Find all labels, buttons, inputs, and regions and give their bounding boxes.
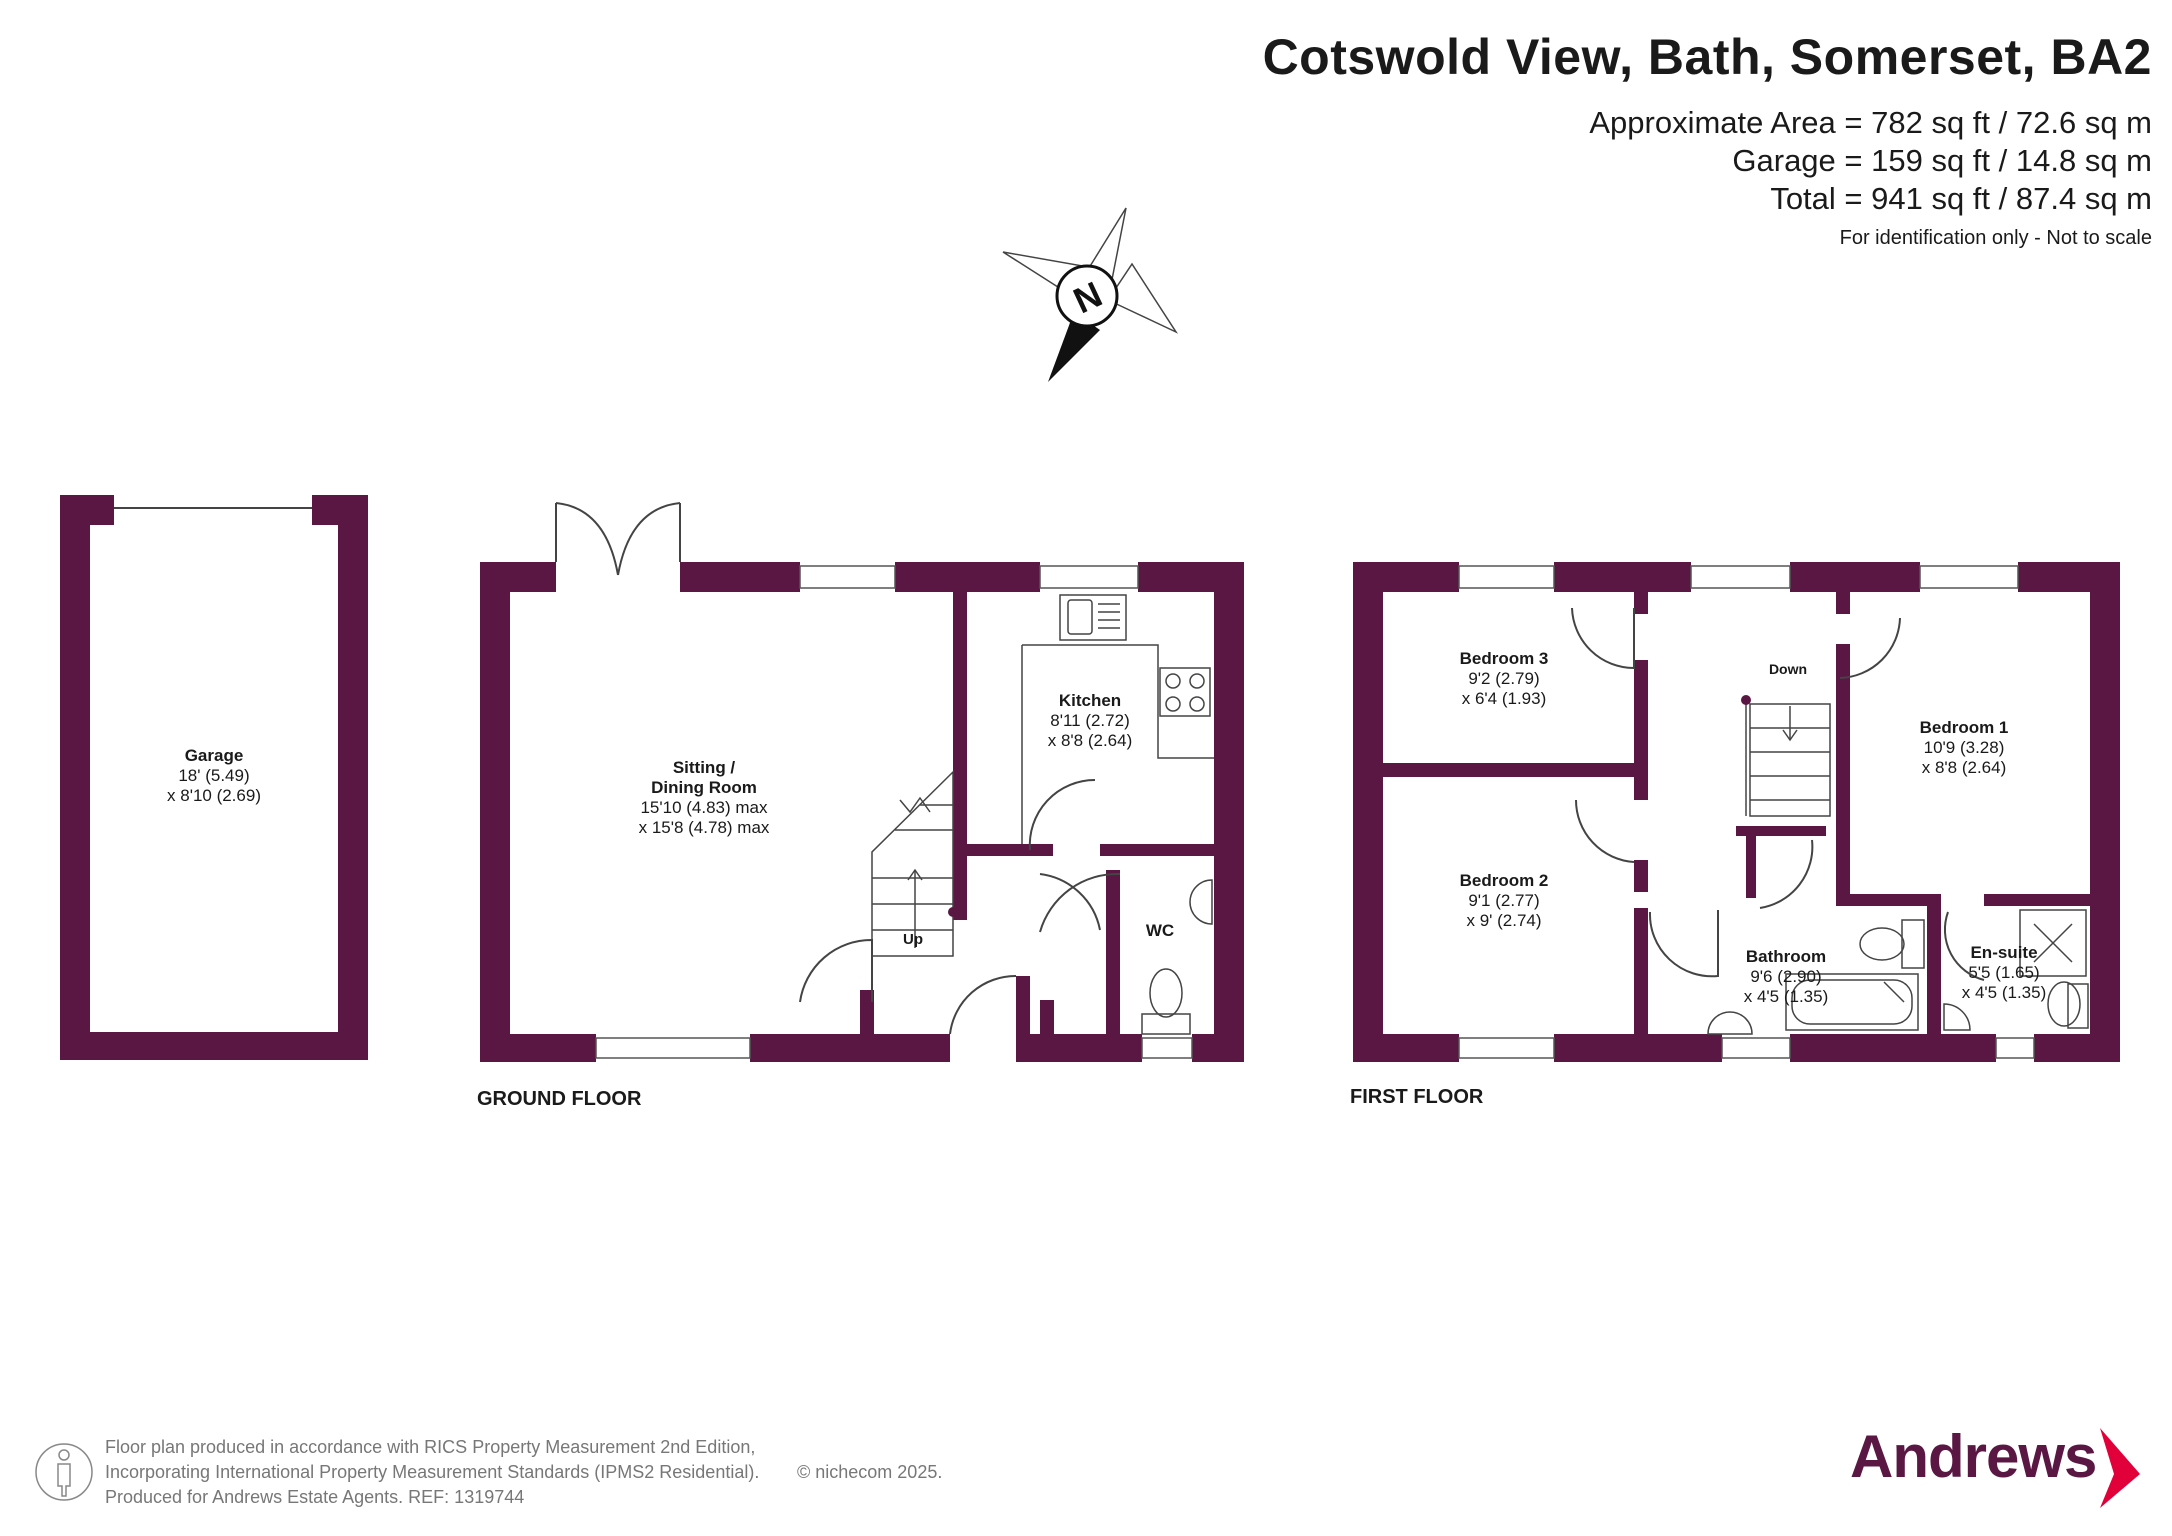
- kitchen-units: [1021, 594, 1214, 844]
- bathroom-dim1: 9'6 (2.90): [1750, 967, 1821, 986]
- kitchen-dim2: x 8'8 (2.64): [1048, 731, 1133, 750]
- bedroom3-label: Bedroom 3: [1460, 649, 1549, 668]
- first-floor-label: FIRST FLOOR: [1350, 1086, 1484, 1108]
- bedroom3-dim1: 9'2 (2.79): [1468, 669, 1539, 688]
- first-floor-walls: [1353, 562, 2120, 1062]
- bedroom2-dim1: 9'1 (2.77): [1468, 891, 1539, 910]
- stairs-down: [1745, 700, 1831, 817]
- kitchen-label: Kitchen: [1059, 691, 1121, 710]
- garage-walls: [60, 495, 368, 1060]
- brand-chevron-icon: [2100, 1428, 2140, 1508]
- bedroom2-label: Bedroom 2: [1460, 871, 1549, 890]
- wc-fixtures: [1141, 879, 1213, 1035]
- wc-label: WC: [1146, 921, 1174, 940]
- sitting-dim2: x 15'8 (4.78) max: [639, 818, 770, 837]
- footer-line2: Incorporating International Property Mea…: [105, 1462, 760, 1482]
- ensuite-fixtures: [1943, 909, 2089, 1031]
- bedroom2-dim2: x 9' (2.74): [1466, 911, 1541, 930]
- ensuite-dim2: x 4'5 (1.35): [1962, 983, 2047, 1002]
- french-doors: [555, 502, 681, 576]
- bedroom1-dim2: x 8'8 (2.64): [1922, 758, 2007, 777]
- stairs-down-label: Down: [1769, 661, 1807, 677]
- ground-floor-label: GROUND FLOOR: [477, 1088, 642, 1110]
- kitchen-dim1: 8'11 (2.72): [1050, 711, 1129, 730]
- bathroom-label: Bathroom: [1746, 947, 1826, 966]
- dining-label: Dining Room: [651, 778, 757, 797]
- sitting-dim1: 15'10 (4.83) max: [640, 798, 768, 817]
- garage-area: Garage = 159 sq ft / 14.8 sq m: [1732, 143, 2152, 178]
- total-area: Total = 941 sq ft / 87.4 sq m: [1770, 181, 2152, 216]
- sitting-label: Sitting /: [673, 758, 736, 777]
- bathroom-fixtures: [1707, 919, 1925, 1035]
- footer-line3: Produced for Andrews Estate Agents. REF:…: [105, 1487, 525, 1507]
- bedroom1-dim1: 10'9 (3.28): [1924, 738, 2005, 757]
- footer-copyright: © nichecom 2025.: [797, 1462, 943, 1482]
- footer-line1: Floor plan produced in accordance with R…: [105, 1437, 756, 1457]
- ground-floor-walls: [480, 562, 1244, 1062]
- first-floor-windows: [1458, 565, 2035, 1059]
- garage-dim2: x 8'10 (2.69): [167, 786, 261, 805]
- approximate-area: Approximate Area = 782 sq ft / 72.6 sq m: [1589, 105, 2152, 140]
- ground-floor-doors: [799, 778, 1121, 1035]
- person-icon: [35, 1443, 93, 1501]
- compass-icon: N: [1002, 207, 1179, 382]
- ensuite-dim1: 5'5 (1.65): [1968, 963, 2039, 982]
- bedroom1-label: Bedroom 1: [1920, 718, 2009, 737]
- property-address: Cotswold View, Bath, Somerset, BA2: [1262, 29, 2152, 85]
- disclaimer: For identification only - Not to scale: [1839, 227, 2152, 249]
- garage-dim1: 18' (5.49): [178, 766, 249, 785]
- bathroom-dim2: x 4'5 (1.35): [1744, 987, 1829, 1006]
- first-floor-doors: [1571, 607, 1985, 981]
- garage-label: Garage: [185, 746, 244, 765]
- ensuite-label: En-suite: [1970, 943, 2037, 962]
- bedroom3-dim2: x 6'4 (1.93): [1462, 689, 1547, 708]
- brand-logo: Andrews: [1850, 1423, 2097, 1490]
- stairs-up: [871, 770, 954, 957]
- footer-notes: Floor plan produced in accordance with R…: [105, 1435, 942, 1510]
- ground-floor-windows: [595, 565, 1193, 1059]
- stairs-up-label: Up: [903, 931, 923, 948]
